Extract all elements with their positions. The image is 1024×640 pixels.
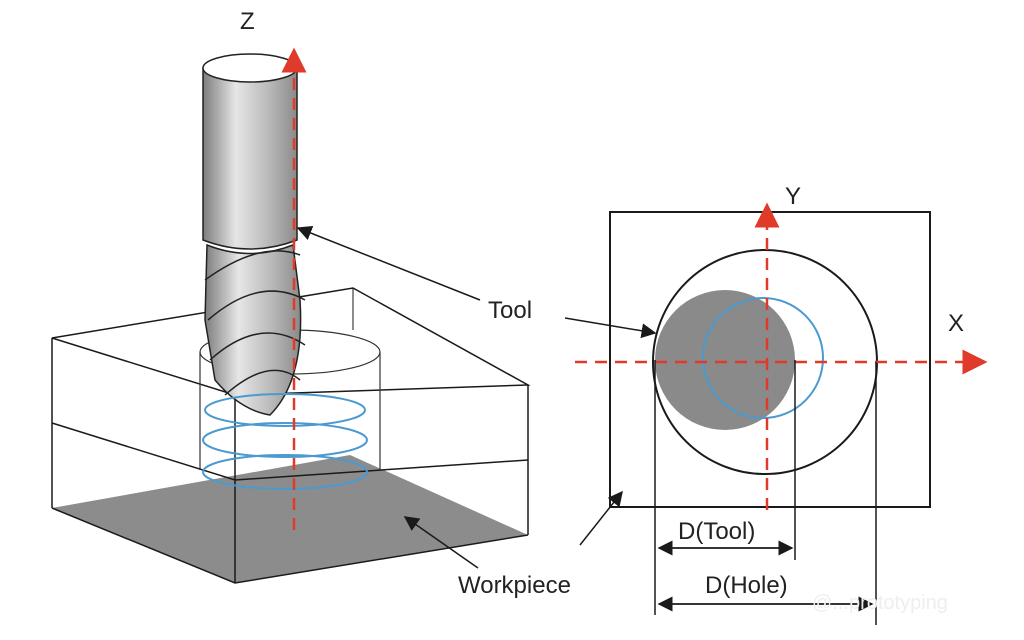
z-axis-label: Z xyxy=(240,8,255,35)
watermark: @...prototyping xyxy=(812,592,948,614)
tool-leader-left xyxy=(296,225,481,301)
tool-circle xyxy=(655,290,795,430)
d-tool-label: D(Tool) xyxy=(678,518,756,545)
workpiece-label: Workpiece xyxy=(458,572,571,599)
workpiece-box xyxy=(51,287,531,584)
tool-label: Tool xyxy=(488,297,533,324)
top-view xyxy=(564,202,988,625)
tool-path-circle xyxy=(702,297,824,419)
end-mill-tool xyxy=(202,53,306,416)
d-hole-label: D(Hole) xyxy=(705,572,788,599)
helical-path xyxy=(202,393,368,490)
x-axis-label: X xyxy=(948,310,965,337)
y-axis-label: Y xyxy=(785,183,802,210)
workpiece-floor xyxy=(52,455,528,583)
workpiece-leader-left xyxy=(403,516,479,569)
